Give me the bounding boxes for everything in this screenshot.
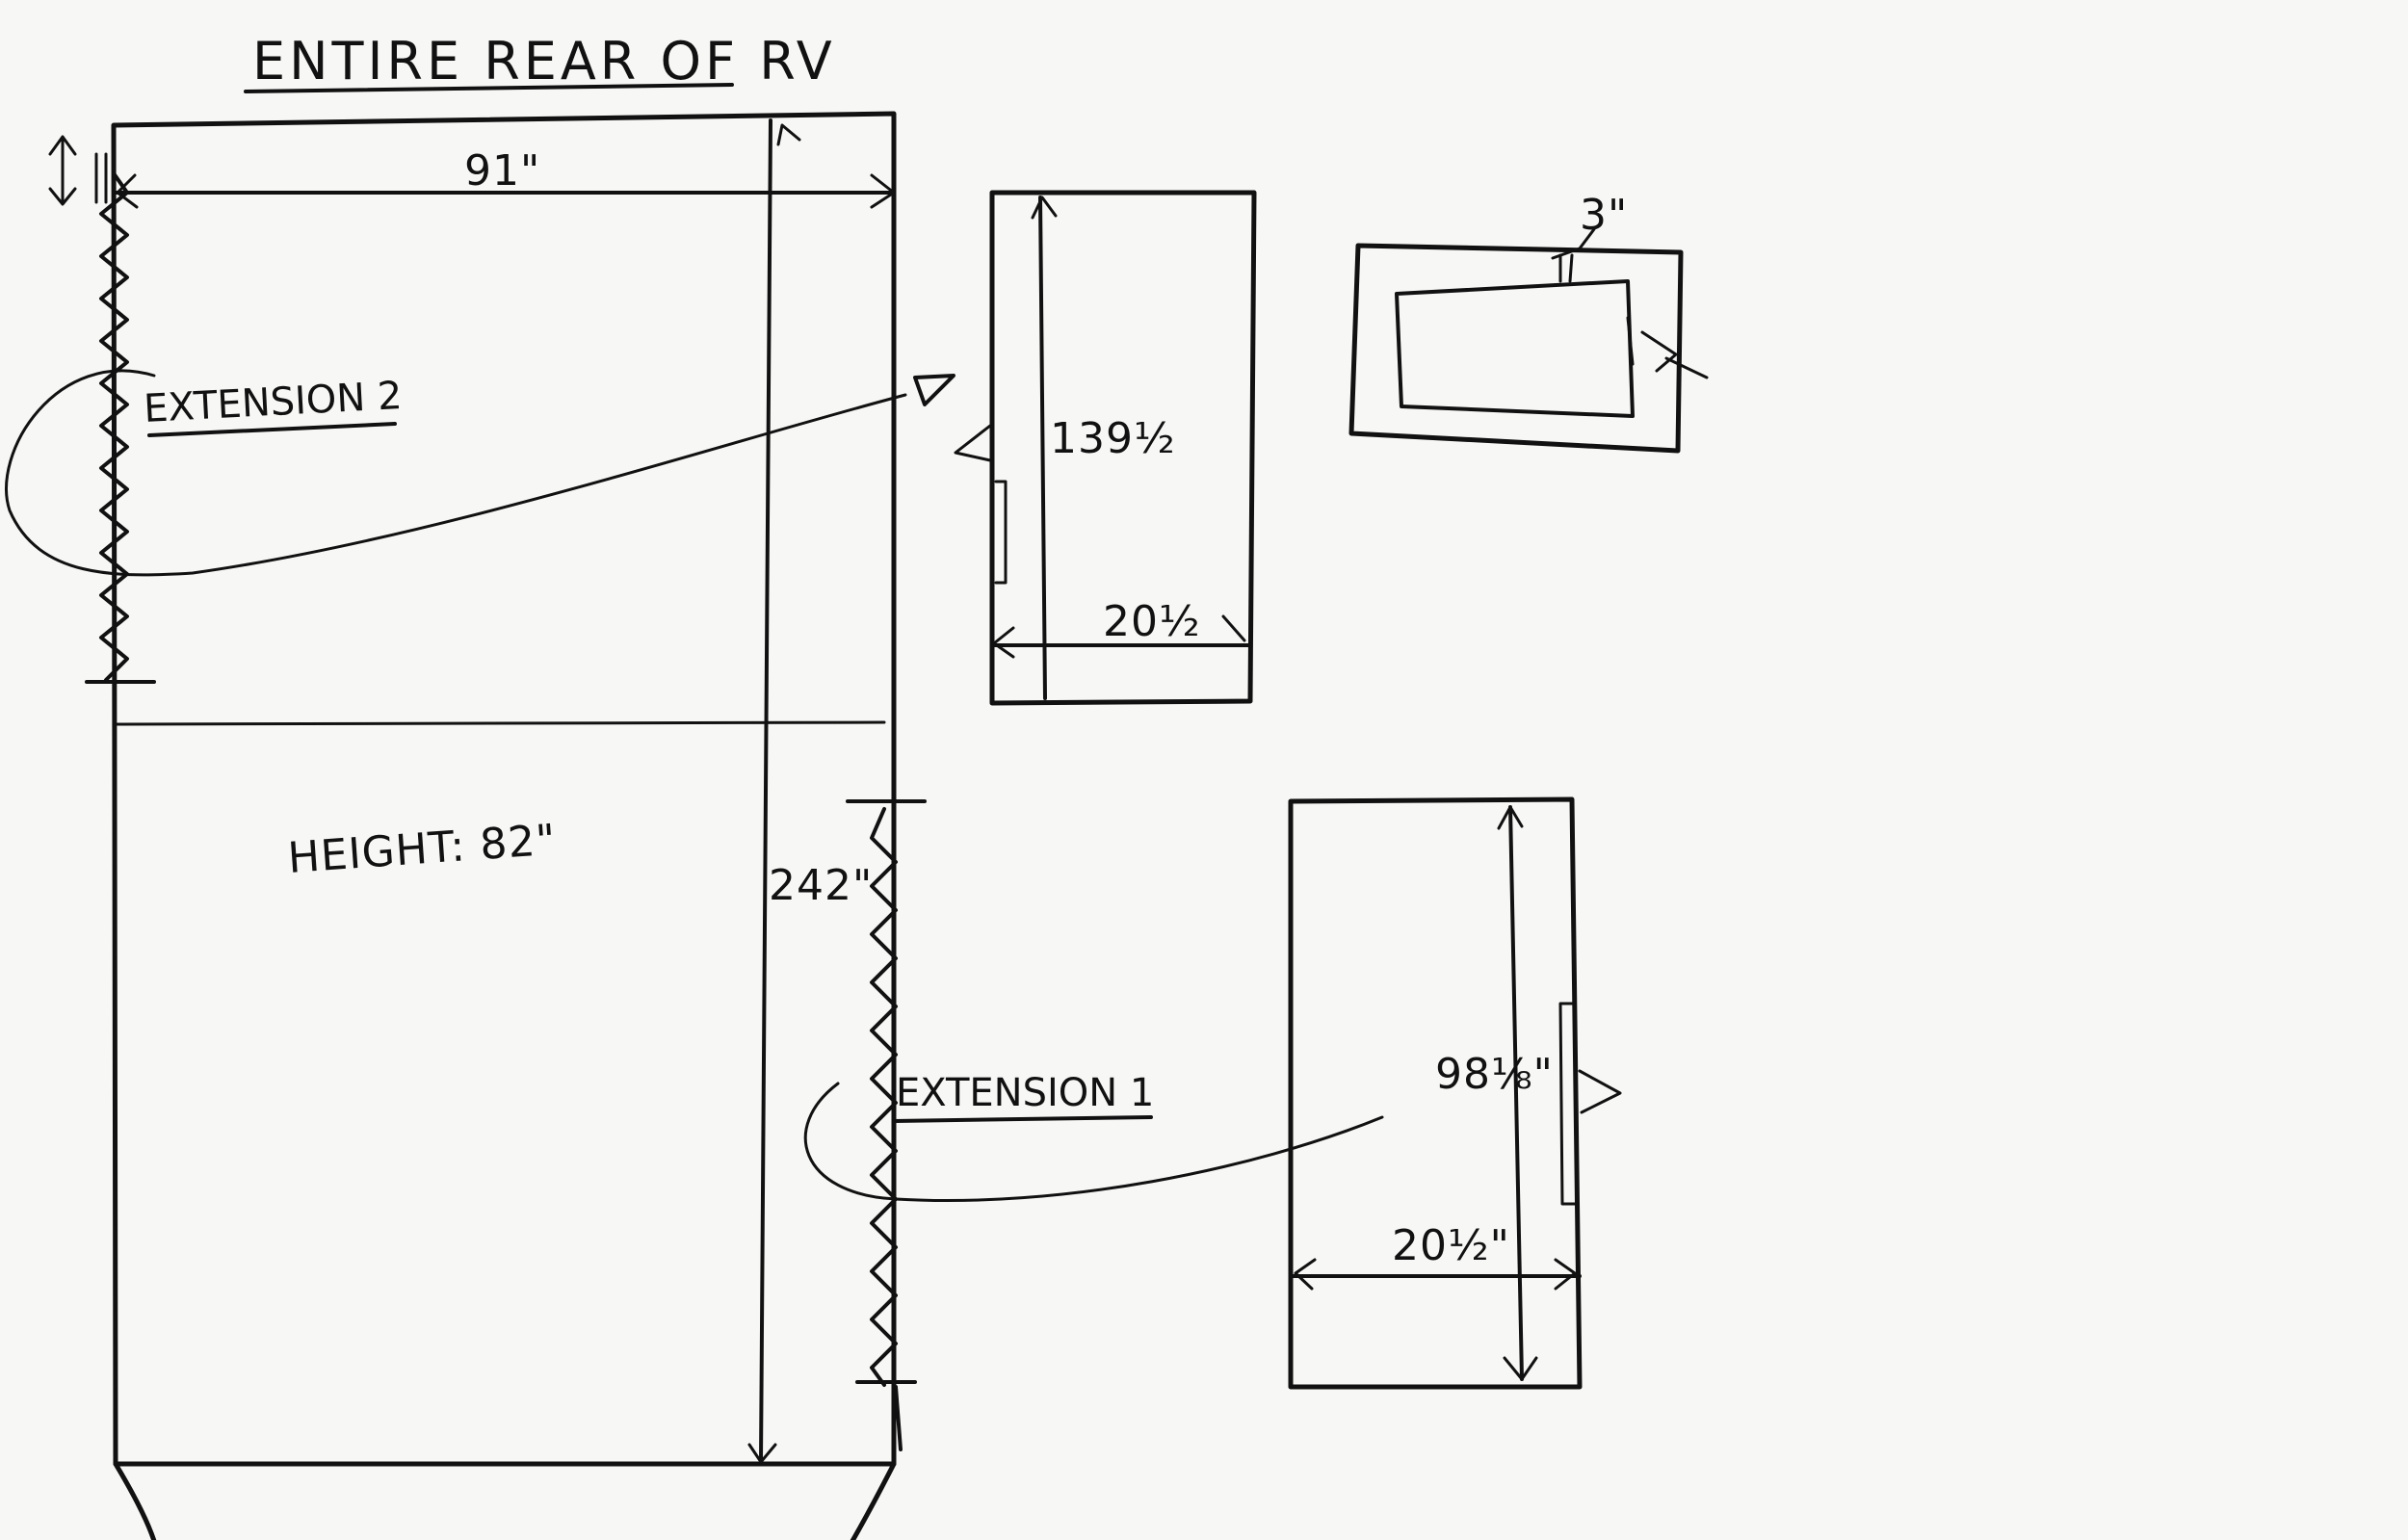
extension-1-side-tab xyxy=(1578,1069,1622,1114)
extension-2-length-arrow xyxy=(1031,196,1058,220)
extension-2-side-tab xyxy=(954,424,992,462)
title-underline xyxy=(244,83,734,93)
length-arrowhead-bottom xyxy=(747,1443,777,1464)
extension-1-zigzag xyxy=(870,807,898,1387)
extension-1-width-label: 20½" xyxy=(1392,1221,1510,1270)
extension-2-outline xyxy=(989,190,1257,706)
main-floor-plan: 91" HEIGHT: 82" 242" xyxy=(48,111,897,1540)
extension-2-panel: 139½ 20½ xyxy=(954,190,1257,706)
interior-divider xyxy=(112,720,886,726)
extension-2-callout-arrow xyxy=(913,374,955,406)
extension-2-width-arrow-right xyxy=(1221,614,1246,642)
extension-2-length-label: 139½ xyxy=(1050,414,1176,463)
bottom-taper-right xyxy=(850,1461,897,1540)
top-offset-ticks xyxy=(94,152,108,204)
extension-1-callout-curve xyxy=(803,1082,1384,1202)
extension-2-side-slot xyxy=(994,480,1008,585)
extension-1-label: EXTENSION 1 xyxy=(896,1071,1154,1115)
extension-1-width-arrow-left xyxy=(1294,1258,1317,1291)
extension-2-length-line xyxy=(1038,196,1047,700)
length-arrowhead-top xyxy=(776,123,801,146)
length-dimension-line xyxy=(759,118,772,1464)
extension-2-marker: EXTENSION 2 xyxy=(5,171,955,684)
height-label: HEIGHT: 82" xyxy=(286,816,558,883)
diagram-title: ENTIRE REAR OF RV xyxy=(252,31,836,91)
width-arrowhead-left xyxy=(116,173,139,209)
length-label: 242" xyxy=(769,861,873,910)
extension-1-width-arrow-right xyxy=(1554,1258,1577,1291)
bottom-taper-left xyxy=(113,1461,157,1540)
frame-top-callout xyxy=(1551,227,1596,260)
width-arrowhead xyxy=(870,173,896,209)
extension-2-width-arrow-left xyxy=(992,626,1015,659)
title-group: ENTIRE REAR OF RV xyxy=(244,31,836,93)
extension-1-side-slot xyxy=(1558,1002,1578,1206)
frame-inner xyxy=(1395,279,1635,418)
extension-1-length-label: 98⅛" xyxy=(1435,1050,1554,1099)
extension-1-marker: EXTENSION 1 xyxy=(803,799,1384,1451)
extension-1-outline xyxy=(1288,796,1583,1390)
width-label: 91" xyxy=(464,146,540,196)
extension-1-length-arrow-bottom xyxy=(1503,1356,1538,1381)
frame-gap-label: 3" xyxy=(1580,191,1628,240)
extension-2-underline xyxy=(147,422,397,437)
extension-2-label: EXTENSION 2 xyxy=(143,374,403,431)
top-offset-arrow xyxy=(48,135,77,206)
extension-2-callout-curve xyxy=(5,369,907,577)
extension-1-underline xyxy=(892,1115,1153,1123)
extension-1-length-line xyxy=(1508,805,1524,1381)
frame-top-gap xyxy=(1558,253,1574,283)
frame-detail: 3" xyxy=(1348,191,1709,454)
frame-side-callout xyxy=(1626,316,1709,379)
extension-1-panel: 98⅛" 20½" xyxy=(1288,796,1622,1390)
extension-2-zigzag xyxy=(99,171,129,682)
extension-2-width-label: 20½ xyxy=(1103,597,1201,646)
extension-1-length-arrow-top xyxy=(1497,805,1524,830)
extension-1-end-tick xyxy=(855,1380,917,1451)
main-outline xyxy=(111,111,897,1467)
